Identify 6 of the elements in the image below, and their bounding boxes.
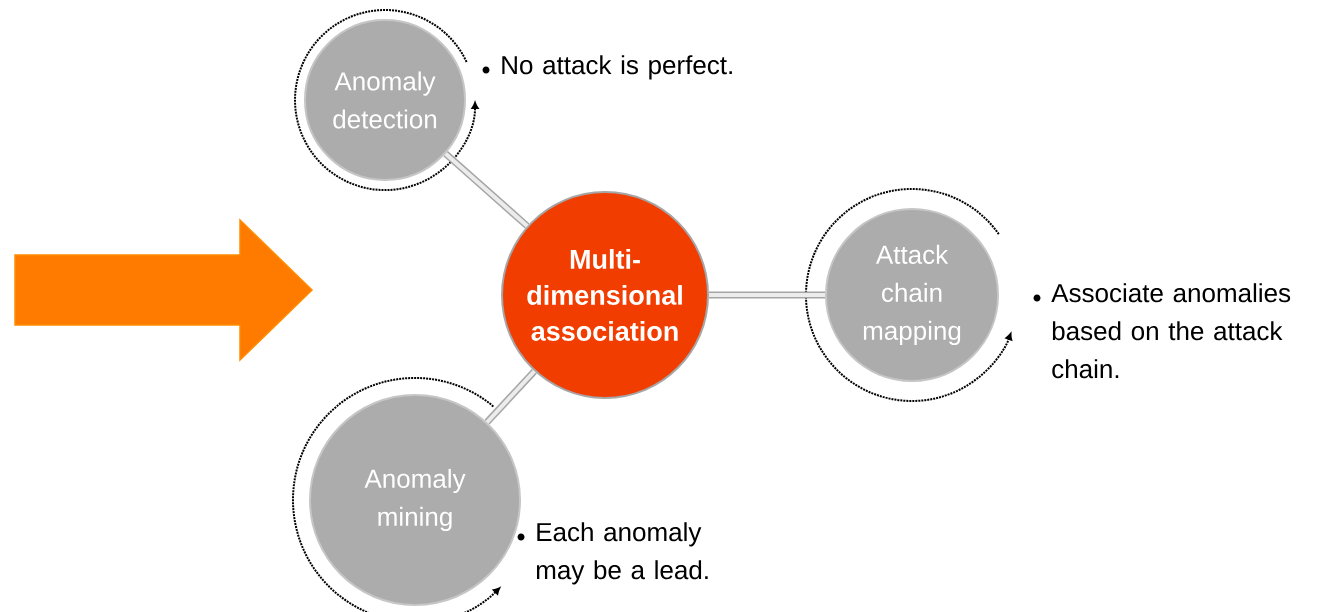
- bullet-text: No attack is perfect.: [502, 55, 732, 80]
- connector-rod: [484, 368, 537, 425]
- bullet-text: Each anomaly may be a lead.: [536, 522, 708, 585]
- bullet-text: Associate anomalies based on the attack chain.: [1051, 283, 1291, 379]
- connector-rod: [443, 151, 530, 229]
- connector-rod: [709, 291, 825, 299]
